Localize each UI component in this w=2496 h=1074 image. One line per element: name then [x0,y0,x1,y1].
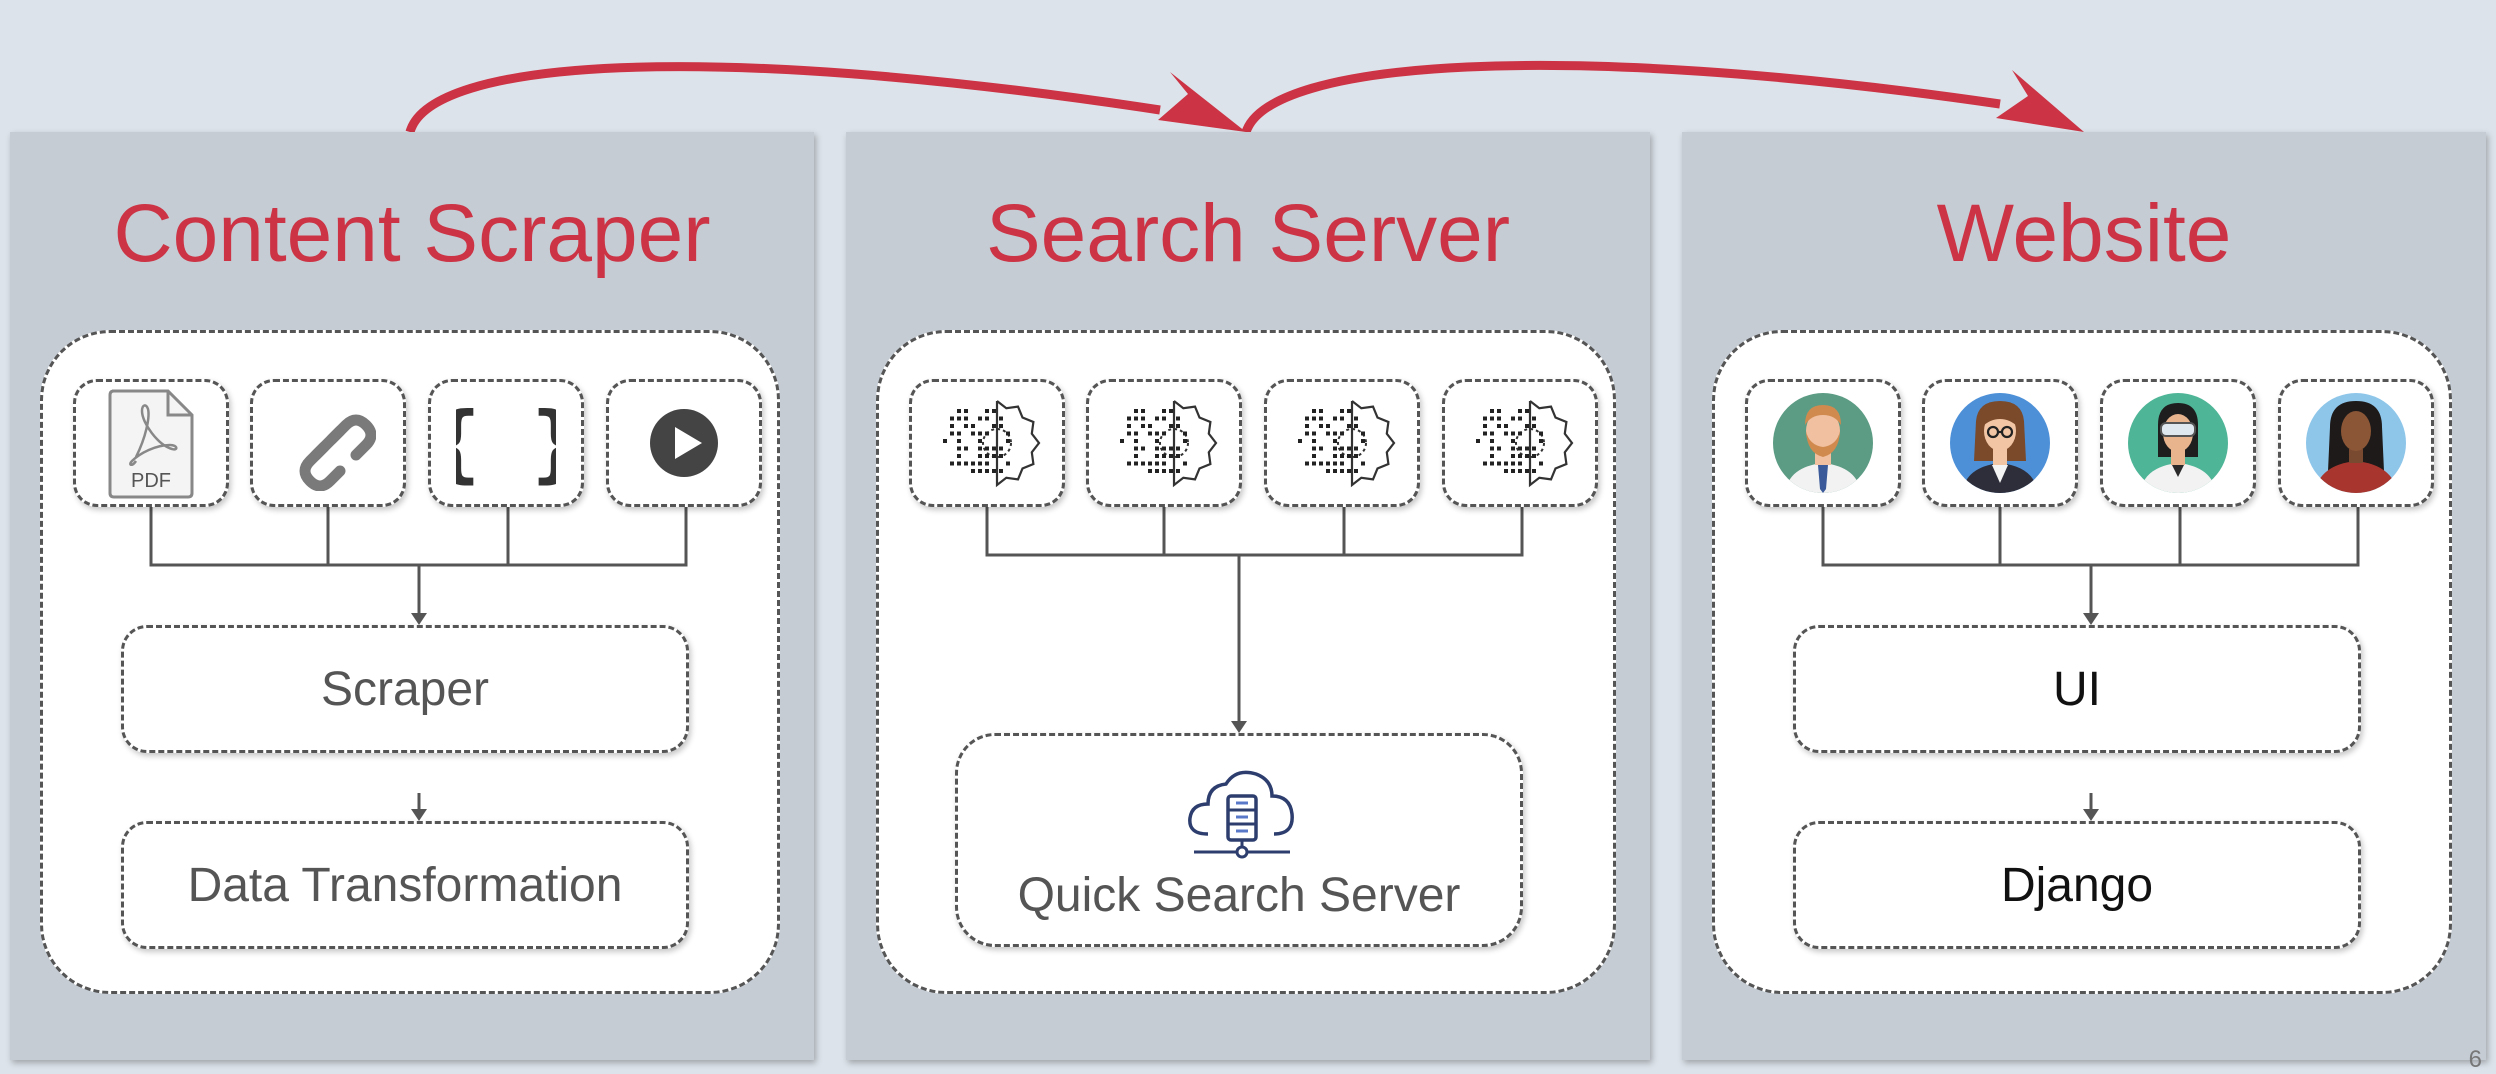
video-play-icon [650,409,718,477]
arrowhead-search [1158,72,1246,132]
quick-search-server-label: Quick Search Server [1017,869,1461,922]
search-node-3 [1264,379,1420,507]
panel-website: Website [1682,132,2486,1060]
source-pdf: PDF [73,379,229,507]
panel-content-scraper: Content Scraper PDF [10,132,814,1060]
user-1 [1745,379,1901,507]
link-icon [299,414,376,491]
step-django: Django [1793,821,2361,949]
source-json: { } [428,379,584,507]
panel-inner: PDF { } [40,330,780,994]
source-link [250,379,406,507]
search-node-1 [909,379,1065,507]
cloud-server-icon [1188,770,1294,859]
flow-arrows [405,60,2084,134]
step-ui: UI [1793,625,2361,753]
user-avatar-woman-dark-icon [2306,393,2406,493]
quick-search-server-box: Quick Search Server [955,733,1523,947]
arrow-scraper-to-search [405,62,1161,134]
panel-title: Content Scraper [113,188,711,279]
gear-dots-icon [1476,400,1574,488]
panel-search-server: Search Server [846,132,1650,1060]
search-node-2 [1086,379,1242,507]
arrow-search-to-website [1241,60,2001,134]
pdf-label: PDF [131,470,171,492]
braces-text: { } [456,398,556,488]
user-2 [1922,379,2078,507]
panel-title: Website [1936,188,2232,279]
arrowhead-website [1996,70,2084,132]
panel-inner: UI Django [1712,330,2452,994]
user-avatar-woman-vr-icon [2128,393,2228,493]
user-3 [2100,379,2256,507]
user-4 [2278,379,2434,507]
user-avatar-bearded-man-icon [1773,393,1873,493]
source-video [606,379,762,507]
gear-dots-icon [1298,400,1396,488]
step-data-transformation: Data Transformation [121,821,689,949]
search-node-4 [1442,379,1598,507]
json-braces-icon: { } [456,398,556,488]
page-number: 6 [2468,1046,2482,1073]
user-avatar-woman-glasses-icon [1950,393,2050,493]
panel-title: Search Server [985,188,1511,279]
pdf-file-icon: PDF [108,389,194,499]
panel-inner: Quick Search Server [876,330,1616,994]
gear-dots-icon [943,400,1041,488]
step-scraper: Scraper [121,625,689,753]
gear-dots-icon [1120,400,1218,488]
